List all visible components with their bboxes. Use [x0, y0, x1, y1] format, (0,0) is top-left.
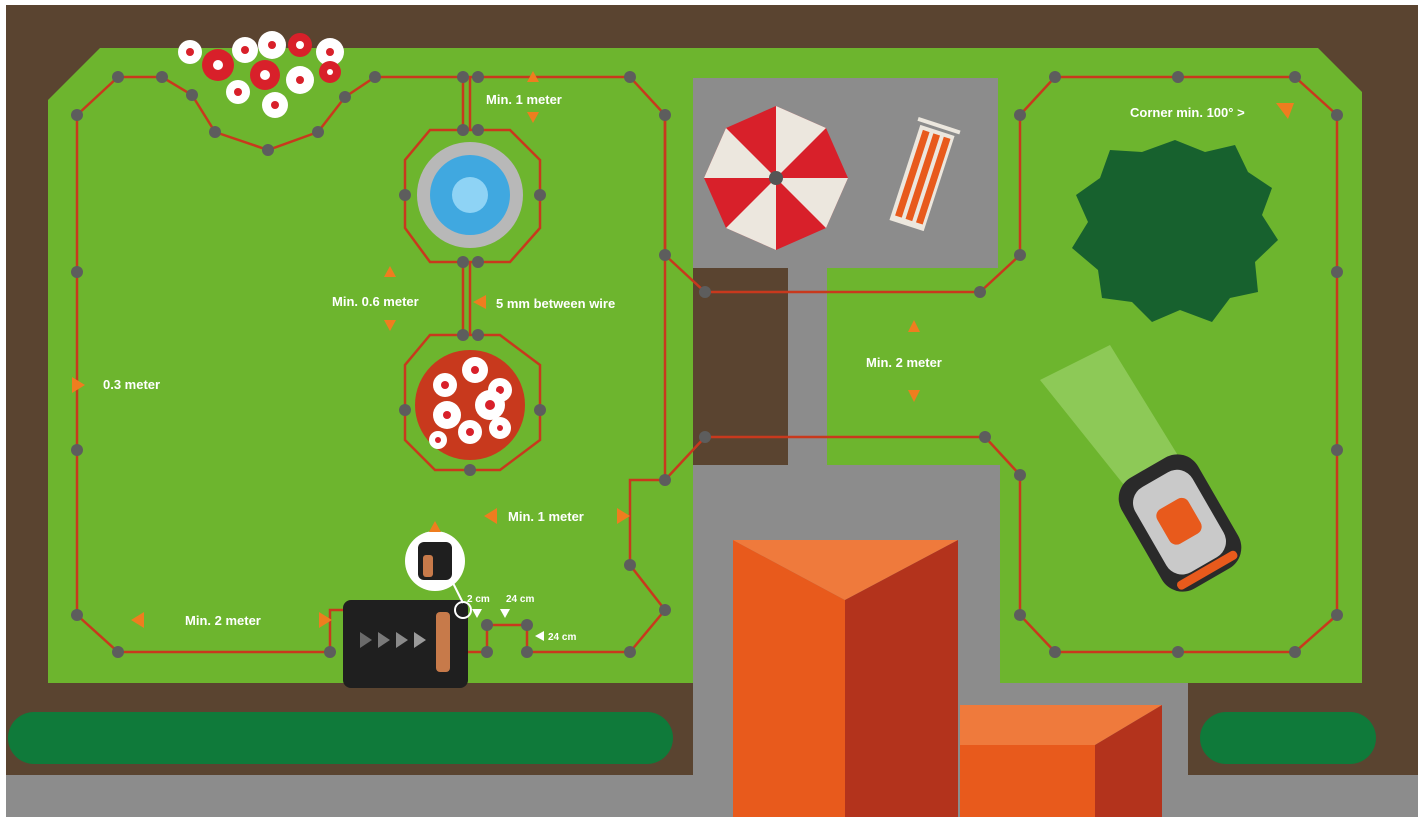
charging-station-icon: [343, 600, 472, 688]
flowerbed-icon: [415, 350, 525, 460]
label-min-1-meter-top: Min. 1 meter: [486, 92, 562, 107]
hedge-icon: [1200, 712, 1376, 764]
side-path: [1183, 683, 1188, 775]
connector-detail-icon: [405, 531, 465, 604]
measurement-markers: [72, 71, 1294, 641]
label-min-1-meter-bottom: Min. 1 meter: [508, 509, 584, 524]
label-min-2-meter-left: Min. 2 meter: [185, 613, 261, 628]
parasol-icon: [704, 106, 848, 250]
tree-icon: [1072, 140, 1278, 322]
label-0-3-meter: 0.3 meter: [103, 377, 160, 392]
label-5mm-between-wire: 5 mm between wire: [496, 296, 615, 311]
wire-pegs: [71, 71, 1343, 658]
hedge-icon: [8, 712, 673, 764]
boundary-wire-left: [75, 75, 667, 654]
flowerbed-icon: [178, 31, 344, 118]
fountain-icon: [417, 142, 523, 248]
label-24-cm-top: 24 cm: [506, 594, 534, 605]
label-24-cm-right: 24 cm: [548, 632, 576, 643]
sunlounger-icon: [889, 116, 961, 232]
patio-path: [788, 268, 827, 465]
label-min-0-6-meter: Min. 0.6 meter: [332, 294, 419, 309]
label-2-cm: 2 cm: [467, 594, 490, 605]
house-roof-icon: [733, 540, 1162, 817]
label-min-2-meter-middle: Min. 2 meter: [866, 355, 942, 370]
lawn-area: [48, 48, 1362, 683]
label-corner-min: Corner min. 100° >: [1130, 105, 1245, 120]
robotic-mower-icon: [1118, 454, 1242, 592]
